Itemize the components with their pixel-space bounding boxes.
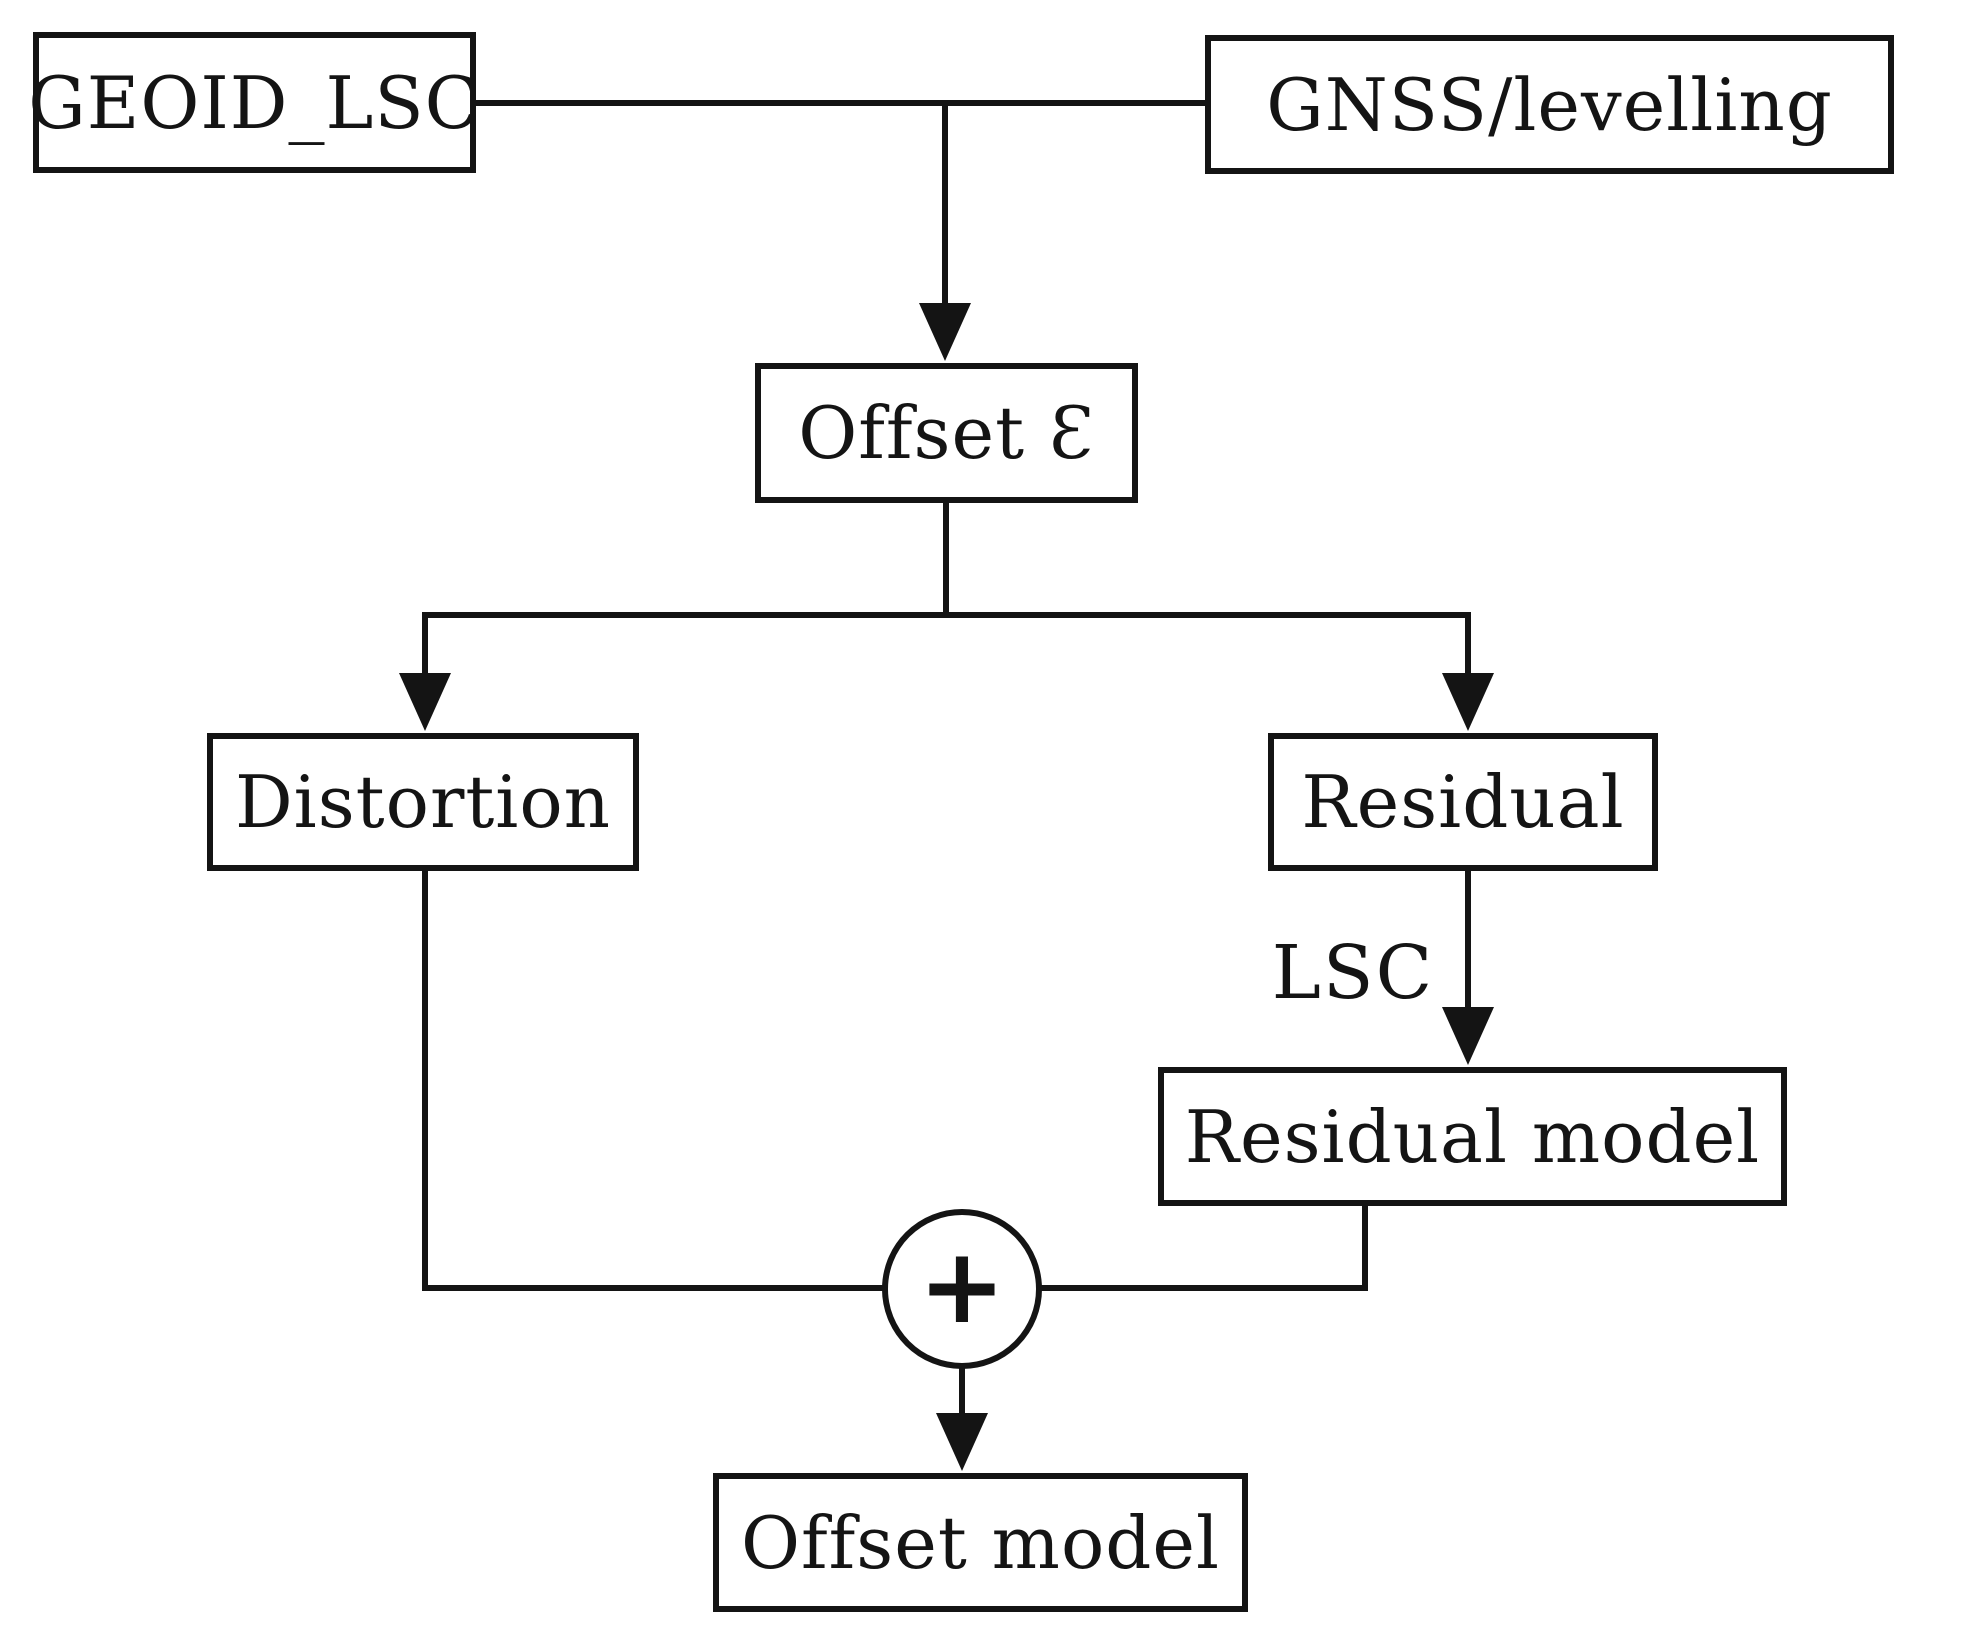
node-geoid-lsc-label: GEOID_LSC <box>28 60 481 145</box>
edge-label-lsc: LSC <box>1271 930 1435 1016</box>
arrowhead-into-distortion <box>399 673 451 731</box>
node-residual-model: Residual model <box>1158 1067 1787 1206</box>
node-distortion: Distortion <box>207 733 639 871</box>
plus-operator: + <box>918 1225 1006 1347</box>
node-distortion-label: Distortion <box>234 760 612 844</box>
node-gnss-levelling-label: GNSS/levelling <box>1266 62 1833 147</box>
arrowhead-into-residual <box>1442 673 1494 731</box>
node-residual-label: Residual <box>1301 760 1625 844</box>
node-residual: Residual <box>1268 733 1658 871</box>
node-offset: Offset Ɛ <box>755 363 1138 503</box>
node-offset-model: Offset model <box>713 1473 1248 1612</box>
arrowhead-into-offset <box>919 303 971 361</box>
node-geoid-lsc: GEOID_LSC <box>28 32 480 173</box>
arrowhead-into-residual-model <box>1442 1007 1494 1065</box>
arrowhead-into-offset-model <box>936 1413 988 1471</box>
node-gnss-levelling: GNSS/levelling <box>1205 35 1894 174</box>
node-offset-model-label: Offset model <box>740 1500 1221 1585</box>
node-residual-model-label: Residual model <box>1184 1094 1761 1179</box>
sum-junction-circle <box>882 1209 1042 1369</box>
node-offset-label: Offset Ɛ <box>798 391 1095 475</box>
